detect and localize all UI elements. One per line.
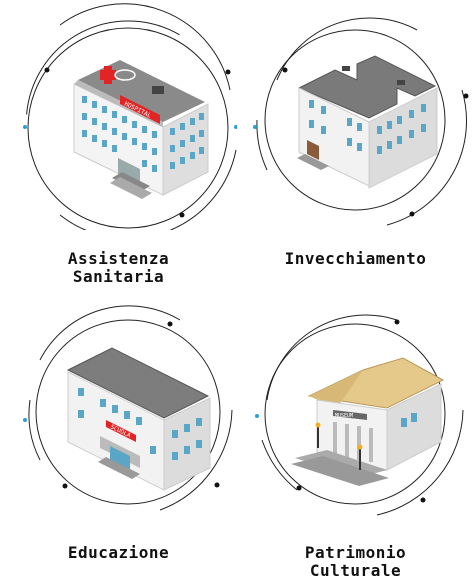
tile-aging[interactable]: Invecchiamento <box>237 0 474 290</box>
school-building-icon: SCUOLA <box>23 305 233 511</box>
museum-sign: MUSEUM <box>335 413 353 419</box>
tile-healthcare[interactable]: HOSPITAL Assistenza Sanitaria <box>0 0 237 290</box>
tile-education[interactable]: SCUOLA Educazione <box>0 290 237 580</box>
tile-label: Invecchiamento <box>284 249 427 268</box>
tile-label: Educazione <box>67 543 170 562</box>
tile-label: Assistenza Sanitaria <box>67 249 170 286</box>
museum-building-icon: MUSEUM <box>255 314 464 516</box>
tile-label: Patrimonio Culturale <box>304 543 407 580</box>
tile-cultural-heritage[interactable]: MUSEUM Patrimonio Culturale <box>237 290 474 580</box>
hospital-building-icon: HOSPITAL <box>23 3 237 230</box>
retirement-home-building-icon <box>253 17 469 226</box>
